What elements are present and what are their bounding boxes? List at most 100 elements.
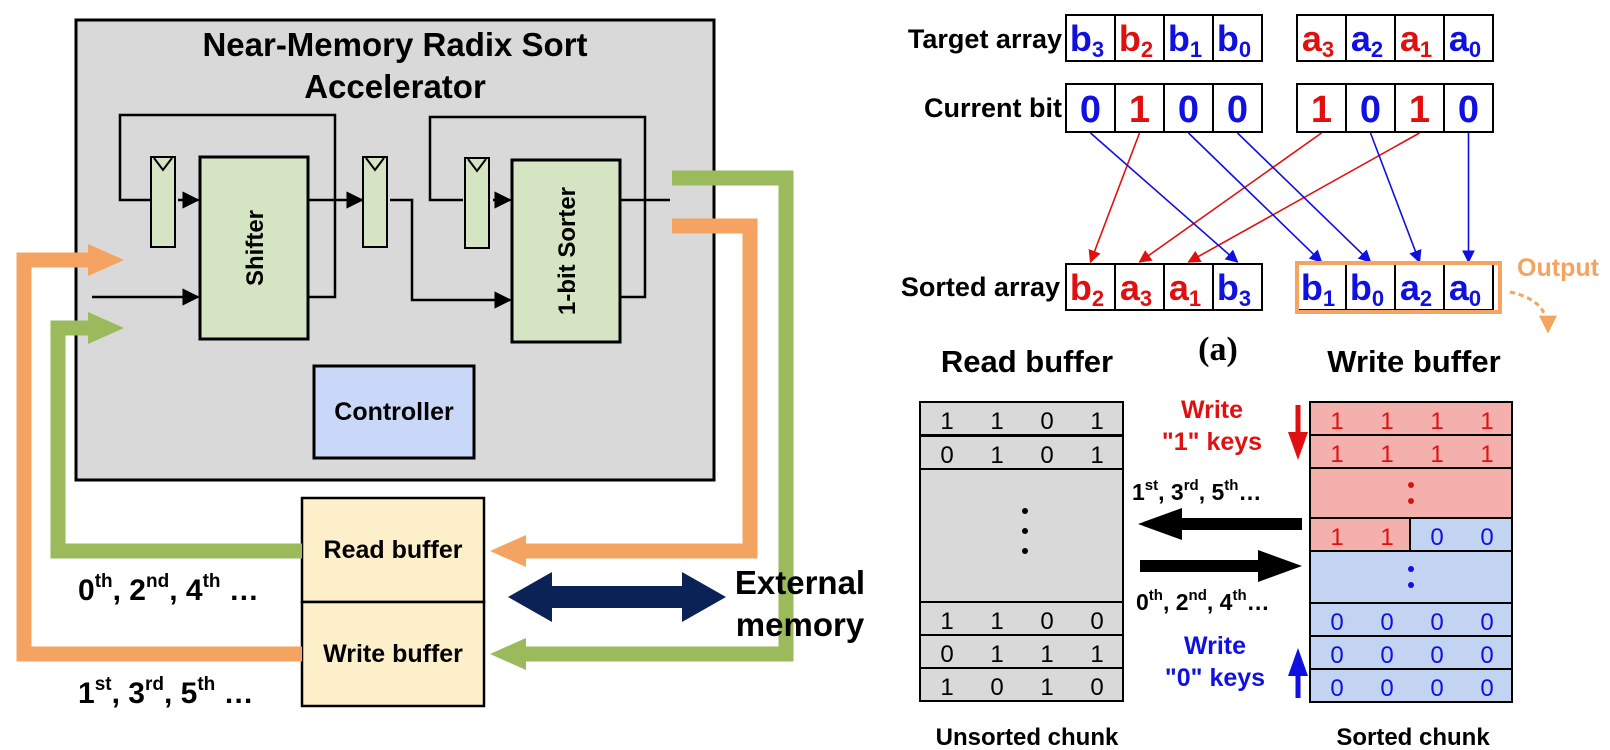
sorted-array-cell-text: b0 xyxy=(1350,267,1384,311)
write-buffer-block xyxy=(300,600,486,708)
register-1 xyxy=(150,156,176,248)
read-dots xyxy=(1022,528,1028,534)
target-array-cell-text: b1 xyxy=(1168,18,1202,62)
read-buffer-value: 1 xyxy=(990,608,1003,635)
write-buffer-value: 0 xyxy=(1380,675,1393,702)
sorted-array-cell-text: b3 xyxy=(1217,267,1251,311)
write-buffer-value: 1 xyxy=(1330,441,1343,468)
write-buffer-value: 1 xyxy=(1330,408,1343,435)
read-dots xyxy=(1022,508,1028,514)
zero-key-mapping-arrow xyxy=(1187,132,1323,263)
write-buffer-value: 1 xyxy=(1480,441,1493,468)
orange-dataflow xyxy=(16,218,758,662)
write-buffer-ones-gap xyxy=(1309,467,1513,519)
read-buffer-value: 1 xyxy=(1090,641,1103,668)
read-buffer-value: 1 xyxy=(990,408,1003,435)
current-bit-label: Current bit xyxy=(924,93,1062,123)
accelerator-title-line2: Accelerator xyxy=(304,68,486,105)
sorted-array-cell-text: a0 xyxy=(1449,267,1481,311)
write-buffer-value: 0 xyxy=(1330,642,1343,669)
sorted-array-label: Sorted array xyxy=(901,272,1060,302)
read-buffer-row xyxy=(919,667,1124,702)
write-buffer-title: Write buffer xyxy=(1327,344,1500,379)
read-buffer-value: 1 xyxy=(940,408,953,435)
current-bit-value: 1 xyxy=(1311,89,1332,131)
current-bit-value: 0 xyxy=(1360,89,1381,131)
write-one-keys-line2: "1" keys xyxy=(1162,428,1262,456)
current-bit-value: 1 xyxy=(1129,89,1150,131)
current-bit-value: 0 xyxy=(1458,89,1479,131)
write-buffer-mixed-zeros xyxy=(1409,517,1513,552)
write-ones-dots xyxy=(1408,498,1414,504)
write-buffer-value: 0 xyxy=(1430,524,1443,551)
controller-label: Controller xyxy=(334,398,454,426)
one-bit-sorter-label: 1-bit Sorter xyxy=(554,187,581,315)
read-buffer-value: 0 xyxy=(1040,442,1053,469)
read-buffer-value: 0 xyxy=(1090,608,1103,635)
sorted-array-cell-text: b1 xyxy=(1301,267,1335,311)
write-buffer-value: 0 xyxy=(1430,642,1443,669)
current-bit-cell xyxy=(1163,83,1214,133)
read-buffer-value: 1 xyxy=(1040,641,1053,668)
write-buffer-value: 0 xyxy=(1480,642,1493,669)
write-buffer-zero-row xyxy=(1309,668,1513,703)
accelerator-panel: Near-Memory Radix Sort Accelerator xyxy=(74,18,716,482)
current-bit-cell xyxy=(1065,83,1116,133)
write-buffer-value: 0 xyxy=(1430,609,1443,636)
sorter-loop-wire xyxy=(620,200,647,299)
one-key-mapping-arrow xyxy=(1088,132,1141,264)
target-array-cell-text: a2 xyxy=(1351,18,1383,62)
output-label: Output xyxy=(1517,254,1600,282)
sorted-array-cell xyxy=(1212,263,1263,311)
read-buffer-row xyxy=(919,601,1124,636)
current-bit-cell xyxy=(1443,83,1494,133)
register-2 xyxy=(362,156,388,248)
one-key-mapping-arrow xyxy=(1138,132,1322,263)
target-array-cell-text: a1 xyxy=(1400,18,1432,62)
sorted-array-cell xyxy=(1114,263,1165,311)
write-buffer-value: 1 xyxy=(1430,441,1443,468)
zero-key-mapping-arrow xyxy=(1369,132,1422,264)
odd-passes-label: 1st, 3rd, 5th … xyxy=(78,674,254,710)
reg2-to-sorter-wire xyxy=(390,198,512,309)
panel-a-label: (a) xyxy=(1198,331,1238,368)
read-dots xyxy=(1022,548,1028,554)
controller-block xyxy=(312,364,476,460)
write-buffer-zero-row xyxy=(1309,602,1513,637)
write-buffer-value: 0 xyxy=(1380,609,1393,636)
output-highlight-box xyxy=(1295,261,1502,314)
target-array-cell xyxy=(1212,14,1263,62)
read-direction-arrow xyxy=(1138,508,1302,540)
write-buffer-value: 0 xyxy=(1330,675,1343,702)
read-buffer-value: 0 xyxy=(1090,674,1103,701)
read-buffer-value: 0 xyxy=(940,641,953,668)
read-buffer-row xyxy=(919,435,1124,470)
current-bit-cell xyxy=(1212,83,1263,133)
external-memory-arrow: External memory xyxy=(508,564,865,643)
write-zero-keys-line2: "0" keys xyxy=(1165,664,1265,692)
shifter-feedback-wire xyxy=(118,113,337,202)
read-buffer-row xyxy=(919,401,1124,436)
read-buffer-value: 1 xyxy=(940,674,953,701)
write-zero-up-arrow xyxy=(1288,648,1308,698)
external-memory-line1: External xyxy=(735,564,865,601)
write-zeros-dots xyxy=(1408,566,1414,572)
target-array-label: Target array xyxy=(908,24,1062,54)
target-array-cell-text: b3 xyxy=(1070,18,1104,62)
register-3 xyxy=(464,157,490,249)
zero-key-mapping-arrow xyxy=(1089,132,1239,263)
read-buffer-value: 1 xyxy=(940,608,953,635)
target-array-cell xyxy=(1443,14,1494,62)
odd-passes-label-b: 1st, 3rd, 5th… xyxy=(1132,477,1261,505)
write-one-keys-line1: Write xyxy=(1181,396,1243,424)
write-zeros-dots xyxy=(1408,582,1414,588)
sorted-array-cell xyxy=(1443,263,1494,311)
read-buffer-label: Read buffer xyxy=(324,536,463,564)
write-buffer-value: 1 xyxy=(1430,408,1443,435)
target-array-cell-text: a0 xyxy=(1449,18,1481,62)
